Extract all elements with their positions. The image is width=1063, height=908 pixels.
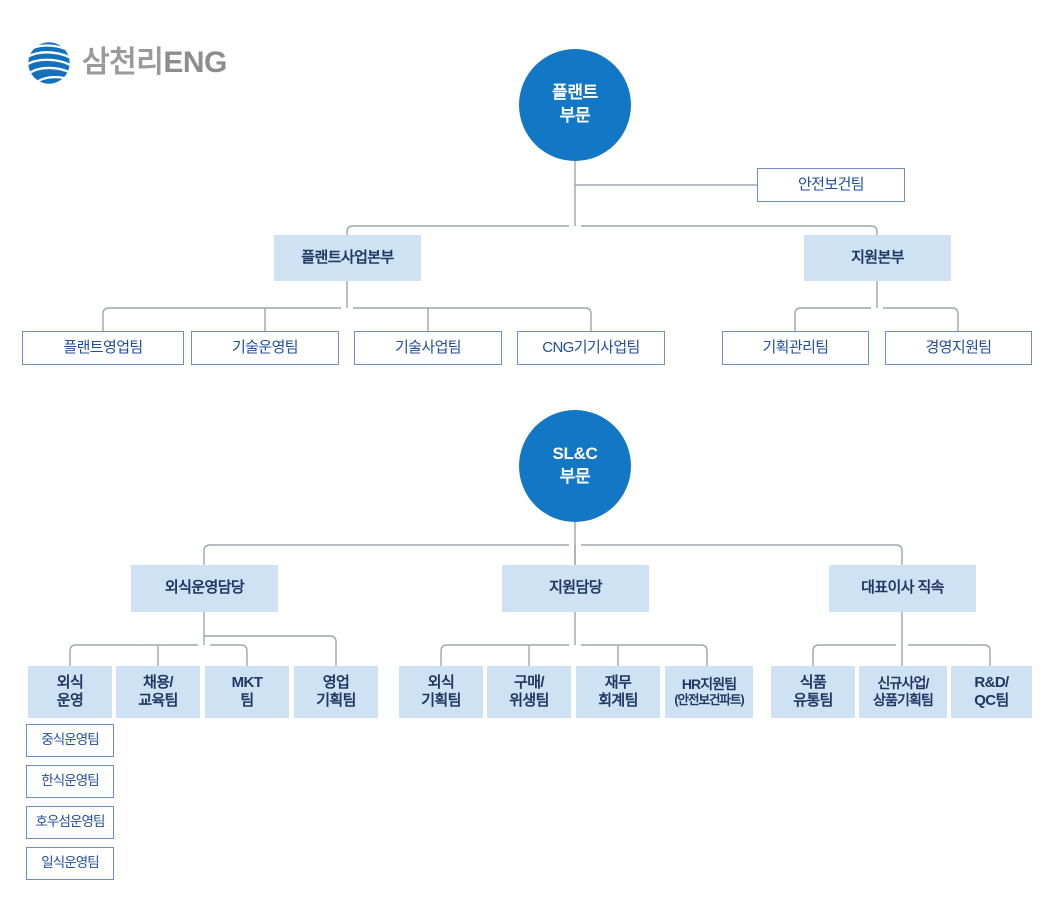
node-label: 기술운영팀: [231, 338, 299, 356]
node-label: CNG기기사업팀: [542, 338, 640, 356]
node-label-line1: 식품: [799, 673, 827, 691]
node-label-line2: 회계팀: [598, 692, 638, 709]
node-label: 지원본부: [851, 248, 904, 266]
node-label-line2: 기획팀: [316, 692, 356, 709]
node-label: 대표이사 직속: [861, 579, 944, 597]
node-chinese-food-operation-team[interactable]: 중식운영팀: [26, 724, 114, 757]
node-korean-food-operation-team[interactable]: 한식운영팀: [26, 765, 114, 798]
node-plant-business-hq[interactable]: 플랜트사업본부: [274, 235, 421, 281]
node-label: 안전보건팀: [797, 175, 865, 193]
node-label: 호우섬운영팀: [35, 814, 105, 830]
node-label-line1: SL&C: [552, 444, 598, 464]
node-label-line1: HR지원팀: [681, 675, 737, 692]
node-label-line1: 채용/: [143, 673, 174, 691]
node-houseom-operation-team[interactable]: 호우섬운영팀: [26, 806, 114, 839]
node-label-line1: 구매/: [514, 673, 545, 691]
node-plant-division-root[interactable]: 플랜트 부문: [519, 49, 631, 161]
node-label-line2: 유통팀: [793, 692, 833, 709]
node-label-line1: 플랜트: [551, 83, 599, 103]
node-sales-planning-team[interactable]: 영업 기획팀: [294, 666, 378, 718]
node-support-hq[interactable]: 지원본부: [804, 235, 951, 281]
node-label: 외식운영담당: [164, 579, 245, 597]
node-label: 플랜트영업팀: [63, 338, 143, 356]
node-safety-health-team[interactable]: 안전보건팀: [757, 168, 905, 202]
node-label-line2: 부문: [559, 467, 591, 486]
node-label-line1: 외식: [56, 673, 84, 691]
node-label-line2: QC팀: [974, 692, 1009, 709]
node-label-line1: 영업: [322, 673, 350, 691]
node-food-distribution-team[interactable]: 식품 유통팀: [771, 666, 855, 718]
node-plant-sales-team[interactable]: 플랜트영업팀: [22, 331, 184, 365]
node-ceo-direct-dept[interactable]: 대표이사 직속: [829, 565, 976, 612]
node-label: 지원담당: [549, 579, 602, 597]
node-label-line2: (안전보건파트): [674, 692, 744, 707]
node-japanese-food-operation-team[interactable]: 일식운영팀: [26, 847, 114, 880]
node-label-line2: 기획팀: [421, 692, 461, 709]
node-label-line2: 위생팀: [509, 692, 549, 709]
node-label-line1: R&D/: [974, 673, 1009, 691]
node-label-line2: 운영: [56, 692, 84, 709]
node-label-line1: 신규사업/: [877, 674, 930, 691]
node-foodservice-operation-dept[interactable]: 외식운영담당: [131, 565, 278, 612]
node-planning-management-team[interactable]: 기획관리팀: [722, 331, 869, 365]
logo-wordmark: 삼천리ENG: [82, 48, 227, 78]
node-label-line2: 팀: [240, 692, 254, 709]
company-logo: 삼천리ENG: [26, 40, 227, 86]
node-new-business-product-planning-team[interactable]: 신규사업/ 상품기획팀: [859, 666, 947, 718]
node-label: 기획관리팀: [762, 338, 829, 356]
logo-wordmark-ko: 삼천리: [82, 46, 164, 79]
node-management-support-team[interactable]: 경영지원팀: [885, 331, 1032, 365]
node-label: 플랜트사업본부: [301, 248, 394, 266]
node-rnd-qc-team[interactable]: R&D/ QC팀: [951, 666, 1032, 718]
node-slc-division-root[interactable]: SL&C 부문: [519, 410, 631, 522]
globe-icon: [28, 42, 70, 84]
node-cng-equipment-business-team[interactable]: CNG기기사업팀: [517, 331, 665, 365]
node-mkt-team[interactable]: MKT 팀: [205, 666, 289, 718]
node-label: 일식운영팀: [41, 855, 100, 871]
node-purchase-hygiene-team[interactable]: 구매/ 위생팀: [487, 666, 571, 718]
node-label-line1: 재무: [604, 673, 632, 691]
node-foodservice-operation-team[interactable]: 외식 운영: [28, 666, 112, 718]
node-label-line2: 부문: [559, 106, 591, 125]
node-finance-accounting-team[interactable]: 재무 회계팀: [576, 666, 660, 718]
node-label-line2: 상품기획팀: [873, 692, 934, 708]
node-label-line1: 외식: [427, 673, 455, 691]
node-hr-support-team[interactable]: HR지원팀 (안전보건파트): [665, 666, 753, 718]
node-label: 한식운영팀: [41, 773, 100, 789]
node-label: 경영지원팀: [925, 338, 992, 356]
node-label: 중식운영팀: [41, 732, 100, 748]
node-recruit-training-team[interactable]: 채용/ 교육팀: [116, 666, 200, 718]
logo-wordmark-en: ENG: [163, 46, 227, 79]
node-label: 기술사업팀: [394, 338, 462, 356]
node-support-dept[interactable]: 지원담당: [502, 565, 649, 612]
node-label-line1: MKT: [231, 673, 263, 691]
node-tech-operation-team[interactable]: 기술운영팀: [191, 331, 339, 365]
node-foodservice-planning-team[interactable]: 외식 기획팀: [399, 666, 483, 718]
node-tech-business-team[interactable]: 기술사업팀: [354, 331, 502, 365]
node-label-line2: 교육팀: [138, 692, 178, 709]
